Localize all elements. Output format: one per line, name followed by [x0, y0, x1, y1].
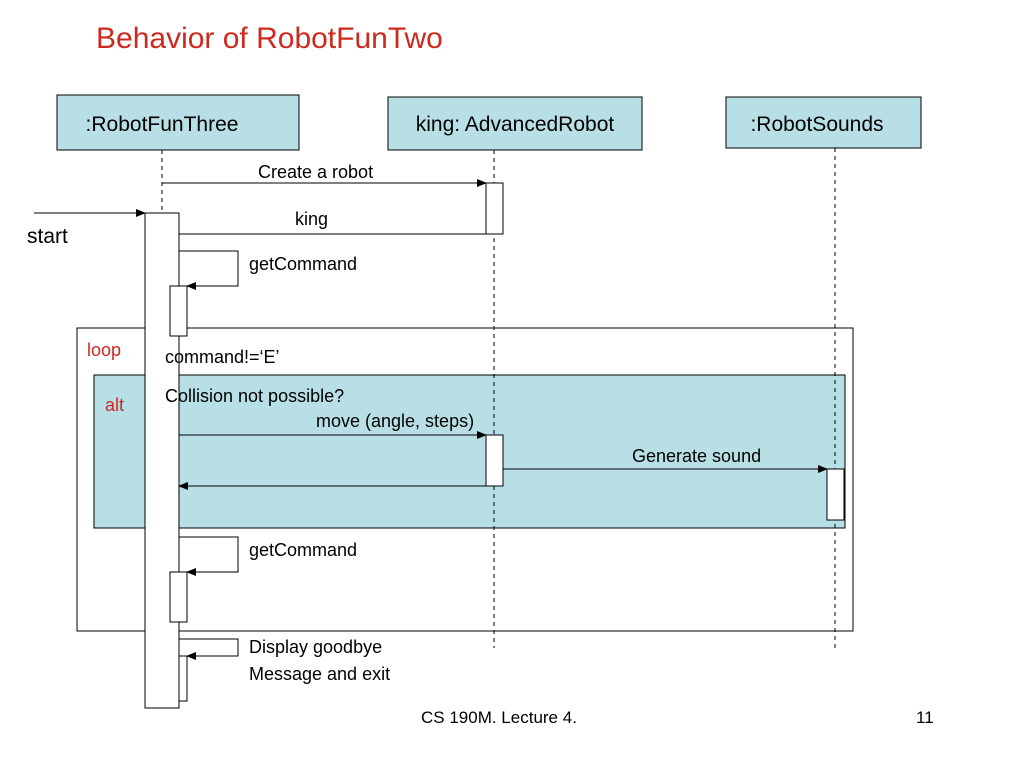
alt-guard: Collision not possible?: [165, 386, 344, 406]
loop-guard: command!=‘E’: [165, 347, 280, 367]
message-getcommand-1-arrow: [179, 250, 239, 290]
slide-footer: CS 190M. Lecture 4.: [421, 708, 577, 727]
lifeline-label-robotfunthree: :RobotFunThree: [86, 113, 239, 136]
alt-fragment: [93, 374, 846, 529]
message-getcommand-2-label: getCommand: [249, 540, 357, 560]
loop-label: loop: [87, 340, 121, 360]
activation-advancedrobot-move: [485, 434, 504, 487]
start-label: start: [27, 225, 68, 248]
lifeline-box-advancedrobot: [387, 96, 643, 151]
message-display-goodbye-line2: Message and exit: [249, 664, 390, 684]
lifeline-box-robotsounds: [725, 96, 922, 149]
activation-advancedrobot-create: [485, 182, 504, 235]
page-number: 11: [916, 708, 934, 727]
message-king-label: king: [295, 209, 328, 229]
alt-label: alt: [105, 395, 124, 415]
lifeline-label-robotsounds: :RobotSounds: [750, 113, 883, 136]
message-move-label: move (angle, steps): [316, 411, 474, 431]
lifeline-label-advancedrobot: king: AdvancedRobot: [416, 113, 615, 136]
message-display-goodbye-arrow: [179, 638, 239, 660]
message-create-robot-label: Create a robot: [258, 162, 373, 182]
activation-robotfunthree-getcommand-2: [169, 571, 188, 623]
message-generate-sound-label: Generate sound: [632, 446, 761, 466]
activation-robotsounds-generate: [826, 468, 845, 521]
message-getcommand-1-label: getCommand: [249, 254, 357, 274]
message-getcommand-2-arrow: [179, 536, 239, 576]
activation-robotfunthree-getcommand-1: [169, 285, 188, 337]
lifeline-box-robotfunthree: [56, 94, 300, 151]
slide-title: Behavior of RobotFunTwo: [96, 22, 443, 55]
activation-robotfunthree-goodbye: [178, 655, 188, 702]
message-display-goodbye-line1: Display goodbye: [249, 637, 382, 657]
